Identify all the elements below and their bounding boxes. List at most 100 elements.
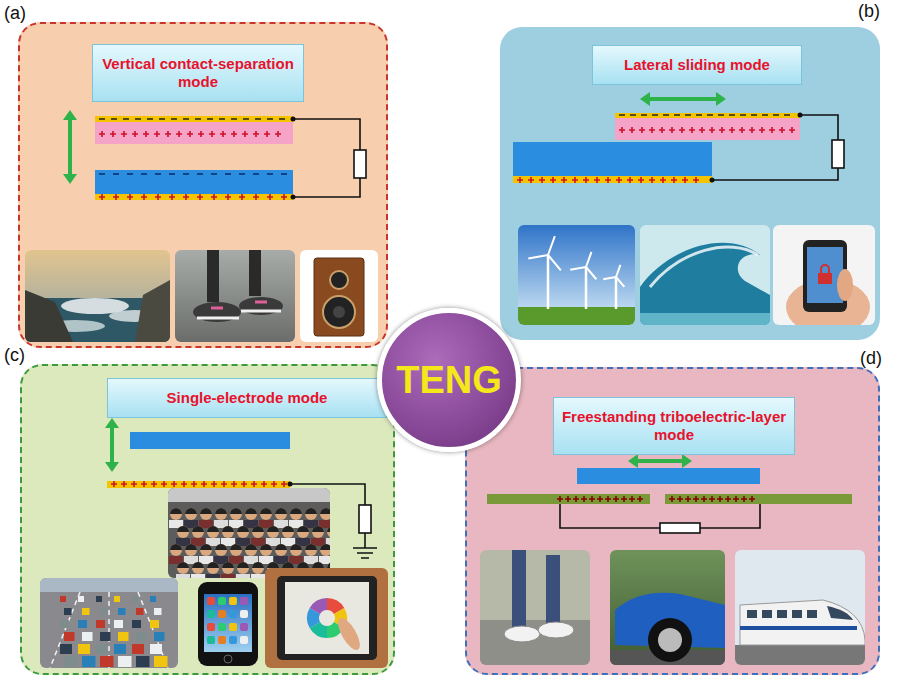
person-hair — [170, 508, 182, 514]
thumb — [837, 269, 853, 301]
car-photo — [610, 550, 725, 665]
person-shirt — [244, 520, 258, 528]
dielectric-layer — [130, 432, 290, 449]
wire — [800, 115, 838, 140]
sky — [25, 250, 170, 342]
mode-panel: (c)Single-electrode mode — [20, 364, 395, 675]
color-segment — [334, 608, 347, 628]
speaker-cabinet — [314, 258, 364, 336]
wire-junction — [291, 195, 296, 200]
panel-letter: (d) — [860, 349, 882, 367]
path — [480, 620, 590, 665]
person-shirt — [259, 520, 273, 528]
wave-foam — [109, 310, 161, 322]
car — [82, 656, 96, 667]
person-face — [267, 526, 279, 538]
person-face — [215, 544, 227, 556]
person-shirt — [289, 556, 303, 564]
woofer — [323, 296, 355, 328]
arrow-head — [628, 454, 638, 468]
car — [100, 656, 114, 667]
app-icon — [229, 623, 237, 631]
tablet-photo — [265, 568, 388, 668]
person-face — [312, 526, 324, 538]
person-shirt — [221, 538, 235, 546]
car — [60, 644, 72, 654]
car — [154, 632, 165, 641]
background — [300, 250, 378, 342]
train-windscreen — [827, 606, 853, 620]
person-shirt — [244, 556, 258, 564]
person-face — [290, 544, 302, 556]
person-hair — [290, 508, 302, 514]
positive-charges — [517, 177, 699, 183]
car — [60, 596, 66, 602]
tyre — [648, 618, 692, 662]
hand — [786, 279, 870, 325]
grass — [518, 307, 635, 325]
person-shirt — [214, 556, 228, 564]
app-icon — [207, 597, 215, 605]
mode-title: Single-electrode mode — [107, 378, 387, 418]
person-shirt — [326, 574, 330, 578]
person-shirt — [266, 574, 280, 578]
mode-title: Vertical contact-separation mode — [92, 44, 304, 102]
person-shirt — [251, 538, 265, 546]
wire — [712, 168, 838, 180]
mode-title-text: Vertical contact-separation mode — [100, 55, 296, 91]
person-shirt — [326, 538, 330, 546]
dielectric-layer — [95, 170, 293, 194]
tablet-screen — [285, 582, 369, 654]
wire-junction — [291, 117, 296, 122]
person-hair — [177, 526, 189, 532]
person-shirt — [304, 556, 318, 564]
car — [114, 620, 123, 628]
person-shirt — [274, 556, 288, 564]
motion-arrow — [638, 459, 682, 463]
car — [150, 620, 159, 628]
person-face — [170, 544, 182, 556]
shoe-stripe — [211, 302, 267, 308]
car — [136, 632, 147, 641]
app-icon — [218, 636, 226, 644]
train-stripe — [740, 626, 857, 630]
wave — [640, 243, 770, 325]
person-face — [252, 526, 264, 538]
person-hair — [252, 562, 264, 568]
car — [114, 644, 126, 654]
car — [154, 656, 168, 667]
water — [640, 313, 770, 325]
positive-charges — [669, 496, 755, 502]
person-shirt — [184, 556, 198, 564]
leg — [249, 250, 261, 296]
electrode-layer — [513, 176, 712, 183]
person-hair — [275, 544, 287, 550]
mode-panel: (b)Lateral sliding mode — [500, 27, 880, 340]
person-face — [200, 544, 212, 556]
person-hair — [290, 544, 302, 550]
car — [154, 608, 162, 615]
car — [96, 644, 108, 654]
wire-junction — [288, 482, 293, 487]
color-segment — [327, 622, 344, 638]
person-hair — [207, 526, 219, 532]
app-icon — [229, 610, 237, 618]
car — [136, 656, 150, 667]
wire — [700, 504, 760, 528]
person-hair — [320, 508, 330, 514]
wire — [293, 178, 360, 197]
person-hair — [305, 544, 317, 550]
person-face — [170, 508, 182, 520]
person-hair — [207, 562, 219, 568]
motion-arrow — [110, 428, 114, 462]
person-face — [245, 544, 257, 556]
arrow-head — [63, 110, 77, 120]
negative-charges — [99, 118, 285, 120]
car-body — [615, 593, 725, 648]
train-window — [807, 610, 817, 618]
lock-shackle — [821, 265, 829, 273]
panel-letter: (b) — [858, 2, 880, 20]
dielectric-layer — [513, 142, 712, 176]
car — [78, 596, 84, 602]
